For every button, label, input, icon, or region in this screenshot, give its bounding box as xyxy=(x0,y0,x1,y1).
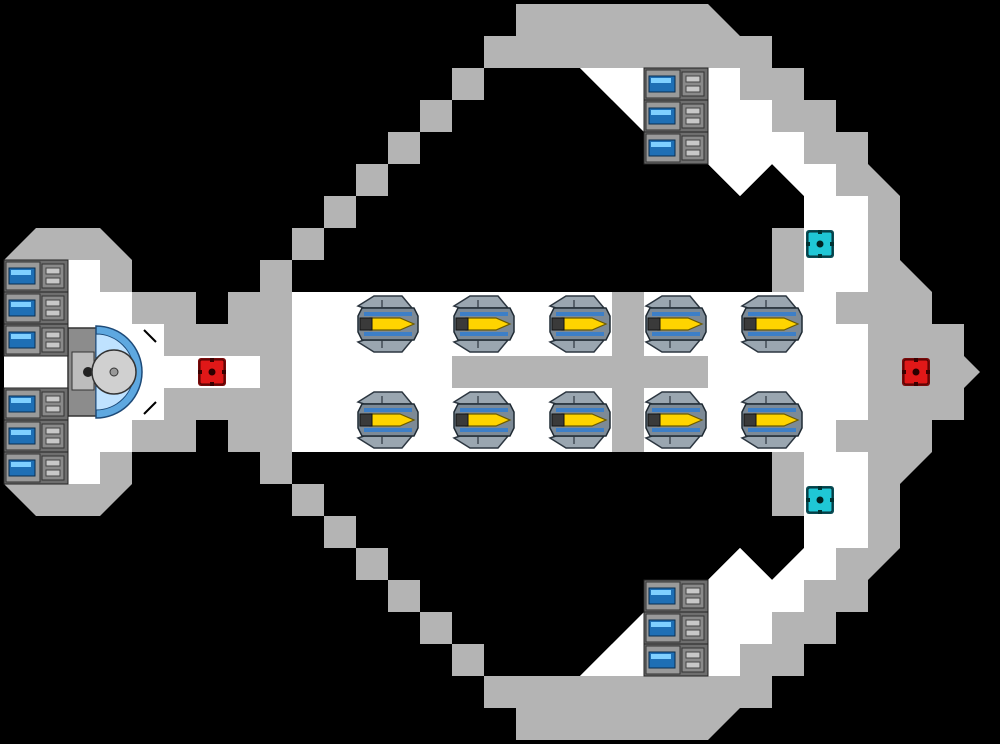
fighter-ship-icon[interactable] xyxy=(549,295,611,353)
engine-pod-icon[interactable] xyxy=(3,451,69,485)
fighter-ship-icon[interactable] xyxy=(357,295,419,353)
fighter-ship-icon[interactable] xyxy=(453,391,515,449)
fighter-ship-icon[interactable] xyxy=(645,391,707,449)
upper-corridor-inner xyxy=(708,100,772,196)
fighter-ship-icon[interactable] xyxy=(549,391,611,449)
engine-pod-icon[interactable] xyxy=(643,99,709,133)
lower-corridor-inner xyxy=(708,548,772,644)
reactor-dome-icon[interactable] xyxy=(67,325,157,419)
fighter-ship-icon[interactable] xyxy=(453,295,515,353)
hangar-divider-horizontal xyxy=(452,356,708,388)
engine-bank-left-upper xyxy=(3,259,69,357)
fighter-ship-icon[interactable] xyxy=(741,295,803,353)
hangar-divider-vertical xyxy=(612,292,644,452)
engine-pod-icon[interactable] xyxy=(3,387,69,421)
right-spine-floor xyxy=(804,228,836,516)
bow-floor xyxy=(836,324,868,420)
engine-pod-icon[interactable] xyxy=(3,419,69,453)
engine-pod-icon[interactable] xyxy=(3,259,69,293)
hull-void xyxy=(292,68,804,292)
engine-bank-left-lower xyxy=(3,387,69,485)
engine-bank-bottom xyxy=(643,579,709,677)
engine-pod-icon[interactable] xyxy=(643,131,709,165)
fighter-ship-icon[interactable] xyxy=(741,391,803,449)
hull-void-lower xyxy=(292,452,804,676)
red-port-icon[interactable] xyxy=(901,357,931,387)
engine-pod-icon[interactable] xyxy=(643,643,709,677)
fighter-ship-icon[interactable] xyxy=(357,391,419,449)
red-port-icon[interactable] xyxy=(197,357,227,387)
engine-pod-icon[interactable] xyxy=(3,323,69,357)
engine-pod-icon[interactable] xyxy=(643,611,709,645)
engine-bank-top xyxy=(643,67,709,165)
engine-pod-icon[interactable] xyxy=(3,291,69,325)
cyan-port-icon[interactable] xyxy=(805,229,835,259)
engine-pod-icon[interactable] xyxy=(643,579,709,613)
engine-pod-icon[interactable] xyxy=(643,67,709,101)
fighter-ship-icon[interactable] xyxy=(645,295,707,353)
cyan-port-icon[interactable] xyxy=(805,485,835,515)
